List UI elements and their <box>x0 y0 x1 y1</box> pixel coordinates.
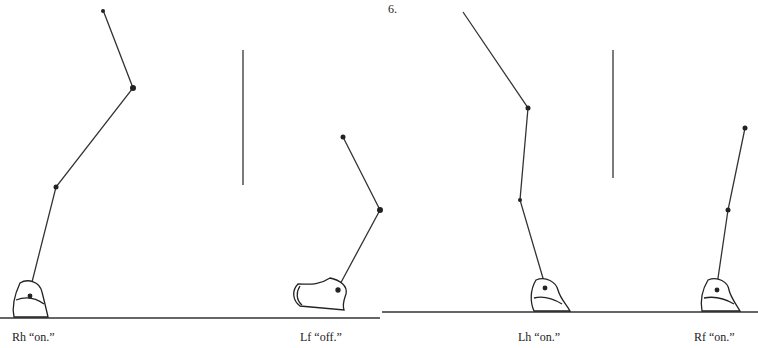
hoof <box>294 278 347 310</box>
leg-segments <box>717 128 745 285</box>
leg-segments <box>338 137 380 288</box>
leg-label: Lf “off.” <box>300 331 342 343</box>
leg-label: Rh “on.” <box>12 331 55 343</box>
ground-line <box>0 317 380 318</box>
hoof <box>13 281 48 317</box>
title-number: 6. <box>388 3 397 15</box>
leg-segments <box>30 10 133 290</box>
leg-label: Rf “on.” <box>694 331 735 343</box>
leg-segments <box>463 12 545 285</box>
leg-label: Lh “on.” <box>518 331 560 343</box>
hoof <box>531 279 570 311</box>
reference-line <box>612 50 613 178</box>
hoof <box>701 279 740 311</box>
reference-line <box>242 50 243 185</box>
